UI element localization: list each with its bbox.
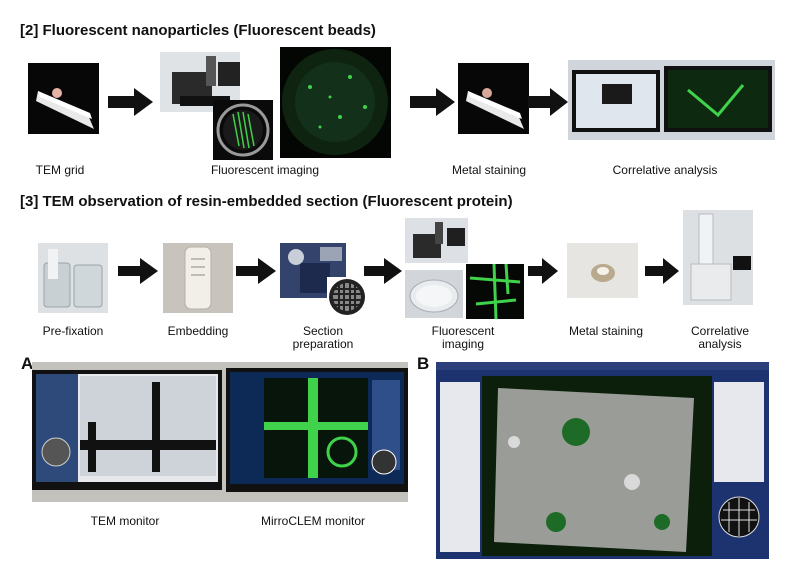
correlative-analysis-photo <box>568 60 775 140</box>
step-correlative-analysis-label: Correlative analysis <box>612 163 718 177</box>
fluorescent-beads-image <box>280 47 391 158</box>
culture-dish-photo <box>405 270 463 318</box>
metal-staining-block-photo <box>567 243 638 298</box>
arrow-right-icon <box>108 88 153 116</box>
arrow-right-icon <box>364 258 402 284</box>
metal-staining-photo <box>458 63 529 134</box>
panel-a-letter: A <box>21 354 34 373</box>
arrow-right-icon <box>528 88 568 116</box>
step-fluorescent-imaging-label: Fluorescent imaging <box>210 163 320 177</box>
step-metal-staining-label-2: Metal staining <box>568 324 644 338</box>
step-pre-fixation-label: Pre-fixation <box>42 324 104 338</box>
section3-title: [3] TEM observation of resin-embedded se… <box>20 193 513 210</box>
mirroclem-monitor-caption: MirroCLEM monitor <box>260 514 365 528</box>
tem-instrument-photo <box>683 210 753 305</box>
step-embedding-label: Embedding <box>167 324 229 338</box>
section-grid-inset <box>327 277 367 317</box>
microscope-photo <box>405 218 468 263</box>
dual-monitor-photo <box>32 362 408 502</box>
arrow-right-icon <box>410 88 455 116</box>
arrow-right-icon <box>118 258 158 284</box>
panel-b-letter: B <box>417 354 430 373</box>
arrow-right-icon <box>528 258 558 284</box>
tem-monitor-caption: TEM monitor <box>90 514 160 528</box>
arrow-right-icon <box>645 258 679 284</box>
pre-fixation-photo <box>38 243 108 313</box>
mirroclem-software-screenshot <box>436 362 769 559</box>
arrow-right-icon <box>236 258 276 284</box>
step-tem-grid-label: TEM grid <box>35 163 85 177</box>
fluorescence-microscope-photo <box>160 52 240 112</box>
fluorescent-protein-image <box>466 264 524 319</box>
step-metal-staining-label: Metal staining <box>451 163 527 177</box>
embedding-photo <box>163 243 233 313</box>
tem-grid-photo <box>28 63 99 134</box>
grid-fluorescence-inset <box>213 100 273 160</box>
section2-title: [2] Fluorescent nanoparticles (Fluoresce… <box>20 22 376 39</box>
